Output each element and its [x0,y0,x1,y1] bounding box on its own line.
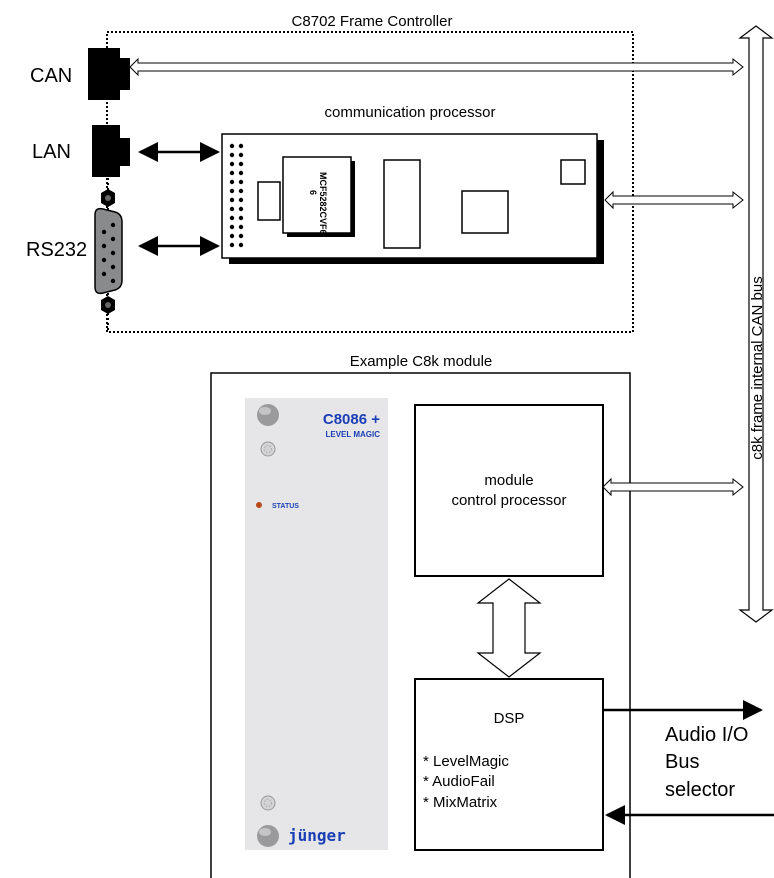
dsp-feature: * MixMatrix [423,794,498,811]
panel-screw-top [257,404,279,426]
can-to-bus-arrow [129,57,744,77]
module-border [210,372,631,878]
audio-io-line3: selector [665,779,735,801]
lan-port-label: LAN [32,141,71,163]
status-led [256,502,262,508]
comm-processor-board: MCF5282CVF6 6 [221,133,604,264]
can-bus-label: c8k frame internal CAN bus [749,276,766,459]
panel-brand: jünger [288,826,346,845]
chip-label-line1: MCF5282CVF6 [318,172,328,235]
front-panel: C8086 + LEVEL MAGIC STATUS jünger [245,398,388,850]
comm-to-bus-arrow [604,190,744,210]
control-dsp-arrow [476,578,542,678]
frame-controller: C8702 Frame Controller CAN LAN [26,13,744,333]
module-title: Example C8k module [350,353,493,370]
frame-controller-border [106,31,634,333]
control-to-bus-arrow [602,477,744,497]
frame-controller-title: C8702 Frame Controller [292,13,453,30]
can-connector [88,48,130,100]
panel-knob-bottom [260,795,276,811]
audio-io-line2: Bus [665,751,699,773]
dsp-feature: * LevelMagic [423,753,509,770]
panel-model: C8086 + [323,411,380,428]
rs232-port-label: RS232 [26,239,87,261]
panel-screw-bottom [257,825,279,847]
panel-subtitle: LEVEL MAGIC [325,430,380,439]
chip-label-line2: 6 [308,190,318,195]
can-port-label: CAN [30,65,72,87]
control-processor-block: module control processor [414,404,604,577]
can-bus: c8k frame internal CAN bus [738,25,774,623]
rs232-connector [94,178,123,330]
dsp-title: DSP [494,710,525,727]
lan-connector [92,125,130,177]
panel-status-label: STATUS [272,503,299,510]
panel-knob-top [260,441,276,457]
audio-io: Audio I/O Bus selector [603,700,774,825]
control-processor-line1: module [484,472,533,489]
audio-io-line1: Audio I/O [665,724,748,746]
dsp-block: DSP * LevelMagic * AudioFail * MixMatrix [414,678,604,851]
dsp-feature: * AudioFail [423,773,495,790]
comm-processor-label: communication processor [325,104,496,121]
control-processor-line2: control processor [451,492,566,509]
example-module: Example C8k module C8086 + LEVEL MAGIC S… [210,353,744,878]
mcf5282-chip: MCF5282CVF6 6 [282,156,355,237]
